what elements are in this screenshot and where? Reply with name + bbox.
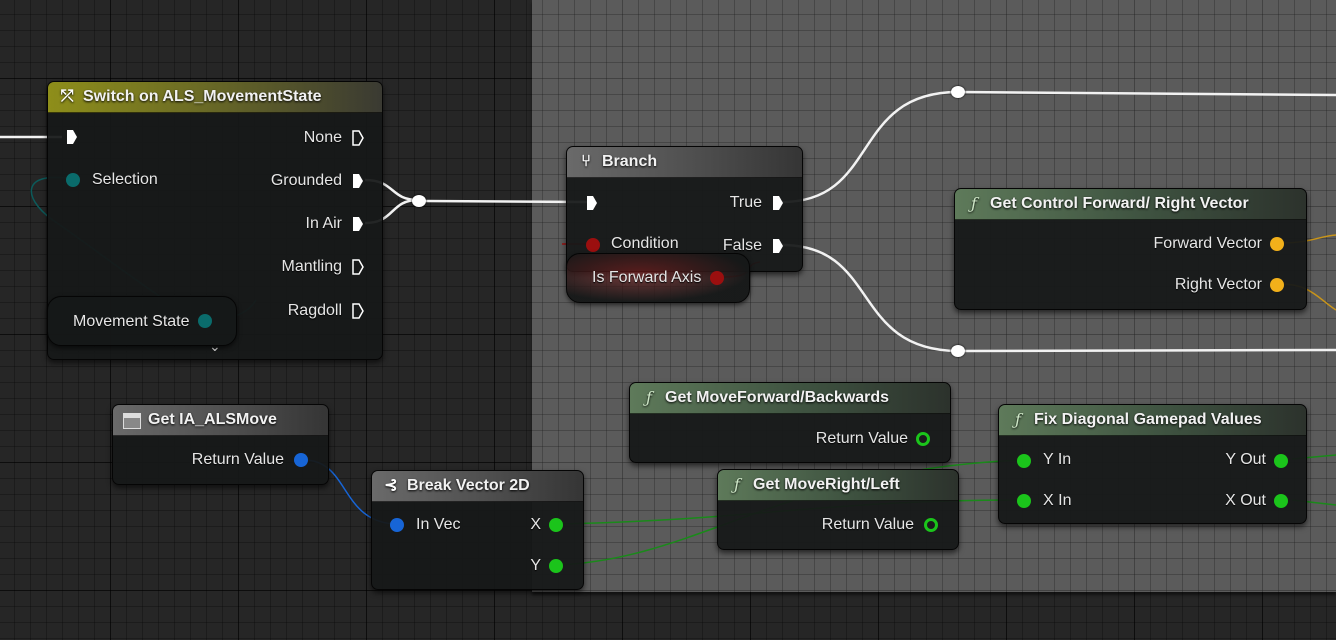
y-label: Y (530, 557, 541, 574)
reroute-node-false[interactable] (951, 345, 965, 357)
get-move-forward-header[interactable]: ƒ Get MoveForward/Backwards (630, 383, 950, 414)
get-move-right-title: Get MoveRight/Left (753, 476, 900, 493)
ragdoll-label: Ragdoll (287, 302, 342, 319)
exec-wire-reroute-branch[interactable] (423, 199, 589, 204)
branch-node-header[interactable]: ⑂ Branch (567, 147, 802, 178)
in-air-label: In Air (305, 215, 342, 232)
get-ia-alsmove-title: Get IA_ALSMove (148, 411, 277, 428)
fix-diagonal-node[interactable]: ƒ Fix Diagonal Gamepad Values Y In Y Out… (998, 404, 1307, 524)
is-forward-axis-label: Is Forward Axis (592, 269, 702, 286)
switch-node-header[interactable]: ⤱ Switch on ALS_MovementState (48, 82, 382, 113)
x-in-pin[interactable] (1017, 494, 1031, 508)
branch-node-title: Branch (602, 153, 658, 170)
movement-state-pin[interactable] (198, 314, 212, 328)
in-vec-pin[interactable] (390, 518, 404, 532)
branch-node[interactable]: ⑂ Branch True Condition False (566, 146, 803, 272)
get-ia-alsmove-header[interactable]: Get IA_ALSMove (113, 405, 328, 436)
y-in-label: Y In (1043, 451, 1072, 468)
branch-exec-in-pin[interactable] (586, 195, 598, 211)
y-in-pin[interactable] (1017, 454, 1031, 468)
function-icon: ƒ (646, 388, 652, 407)
right-vector-pin[interactable] (1270, 278, 1284, 292)
reroute-node-exec[interactable] (412, 195, 426, 207)
is-forward-axis-variable-node[interactable]: Is Forward Axis (566, 253, 750, 303)
forward-return-value-label: Return Value (815, 430, 908, 447)
y-pin[interactable] (549, 559, 563, 573)
y-out-pin[interactable] (1274, 454, 1288, 468)
break-struct-icon: ⊰ (384, 477, 398, 494)
y-out-label: Y Out (1225, 451, 1266, 468)
false-label: False (722, 237, 762, 254)
fix-diagonal-header[interactable]: ƒ Fix Diagonal Gamepad Values (999, 405, 1306, 436)
selection-label: Selection (92, 171, 158, 188)
switch-node-title: Switch on ALS_MovementState (83, 88, 322, 105)
get-move-right-node[interactable]: ƒ Get MoveRight/Left Return Value (717, 469, 959, 550)
get-control-vector-node[interactable]: ƒ Get Control Forward/ Right Vector Forw… (954, 188, 1307, 310)
exec-wire-false[interactable] (781, 243, 1336, 353)
exec-in-pin[interactable] (66, 129, 78, 145)
function-icon: ƒ (734, 475, 740, 494)
break-vector-2d-title: Break Vector 2D (407, 477, 530, 494)
in-vec-label: In Vec (416, 516, 461, 533)
get-control-vector-header[interactable]: ƒ Get Control Forward/ Right Vector (955, 189, 1306, 220)
ia-return-value-label: Return Value (191, 451, 284, 468)
get-control-vector-title: Get Control Forward/ Right Vector (990, 195, 1249, 212)
none-pin[interactable] (352, 130, 364, 146)
variable-icon (123, 412, 141, 429)
mantling-label: Mantling (281, 258, 342, 275)
none-label: None (303, 129, 342, 146)
forward-vector-pin[interactable] (1270, 237, 1284, 251)
movement-state-variable-node[interactable]: Movement State (47, 296, 237, 346)
chevron-down-icon[interactable]: ⌄ (209, 338, 221, 354)
right-return-value-label: Return Value (821, 516, 914, 533)
break-vector-2d-node[interactable]: ⊰ Break Vector 2D In Vec X Y (371, 470, 584, 590)
x-pin[interactable] (549, 518, 563, 532)
switch-icon: ⤱ (60, 88, 74, 105)
x-in-label: X In (1043, 492, 1072, 509)
condition-label: Condition (611, 235, 679, 252)
true-label: True (729, 194, 762, 211)
branch-icon: ⑂ (581, 153, 591, 170)
forward-vector-label: Forward Vector (1153, 235, 1262, 252)
in-air-pin[interactable] (352, 216, 364, 232)
break-vector-2d-header[interactable]: ⊰ Break Vector 2D (372, 471, 583, 502)
get-move-forward-title: Get MoveForward/Backwards (665, 389, 890, 406)
selection-pin[interactable] (66, 173, 80, 187)
x-out-label: X Out (1225, 492, 1266, 509)
function-icon: ƒ (971, 194, 977, 213)
grounded-label: Grounded (270, 172, 342, 189)
mantling-pin[interactable] (352, 259, 364, 275)
get-move-right-header[interactable]: ƒ Get MoveRight/Left (718, 470, 958, 501)
is-forward-axis-pin[interactable] (710, 271, 724, 285)
ia-return-value-pin[interactable] (294, 453, 308, 467)
function-icon: ƒ (1015, 410, 1021, 429)
get-ia-alsmove-node[interactable]: Get IA_ALSMove Return Value (112, 404, 329, 485)
true-pin[interactable] (772, 195, 784, 211)
ragdoll-pin[interactable] (352, 303, 364, 319)
reroute-node-true[interactable] (951, 86, 965, 98)
fix-diagonal-title: Fix Diagonal Gamepad Values (1034, 411, 1262, 428)
false-pin[interactable] (772, 238, 784, 254)
exec-wire-true[interactable] (781, 90, 1336, 204)
x-label: X (530, 516, 541, 533)
get-move-forward-node[interactable]: ƒ Get MoveForward/Backwards Return Value (629, 382, 951, 463)
condition-pin[interactable] (586, 238, 600, 252)
right-return-value-pin[interactable] (924, 518, 938, 532)
grounded-pin[interactable] (352, 173, 364, 189)
forward-return-value-pin[interactable] (916, 432, 930, 446)
right-vector-label: Right Vector (1174, 276, 1262, 293)
movement-state-label: Movement State (73, 313, 190, 330)
x-out-pin[interactable] (1274, 494, 1288, 508)
